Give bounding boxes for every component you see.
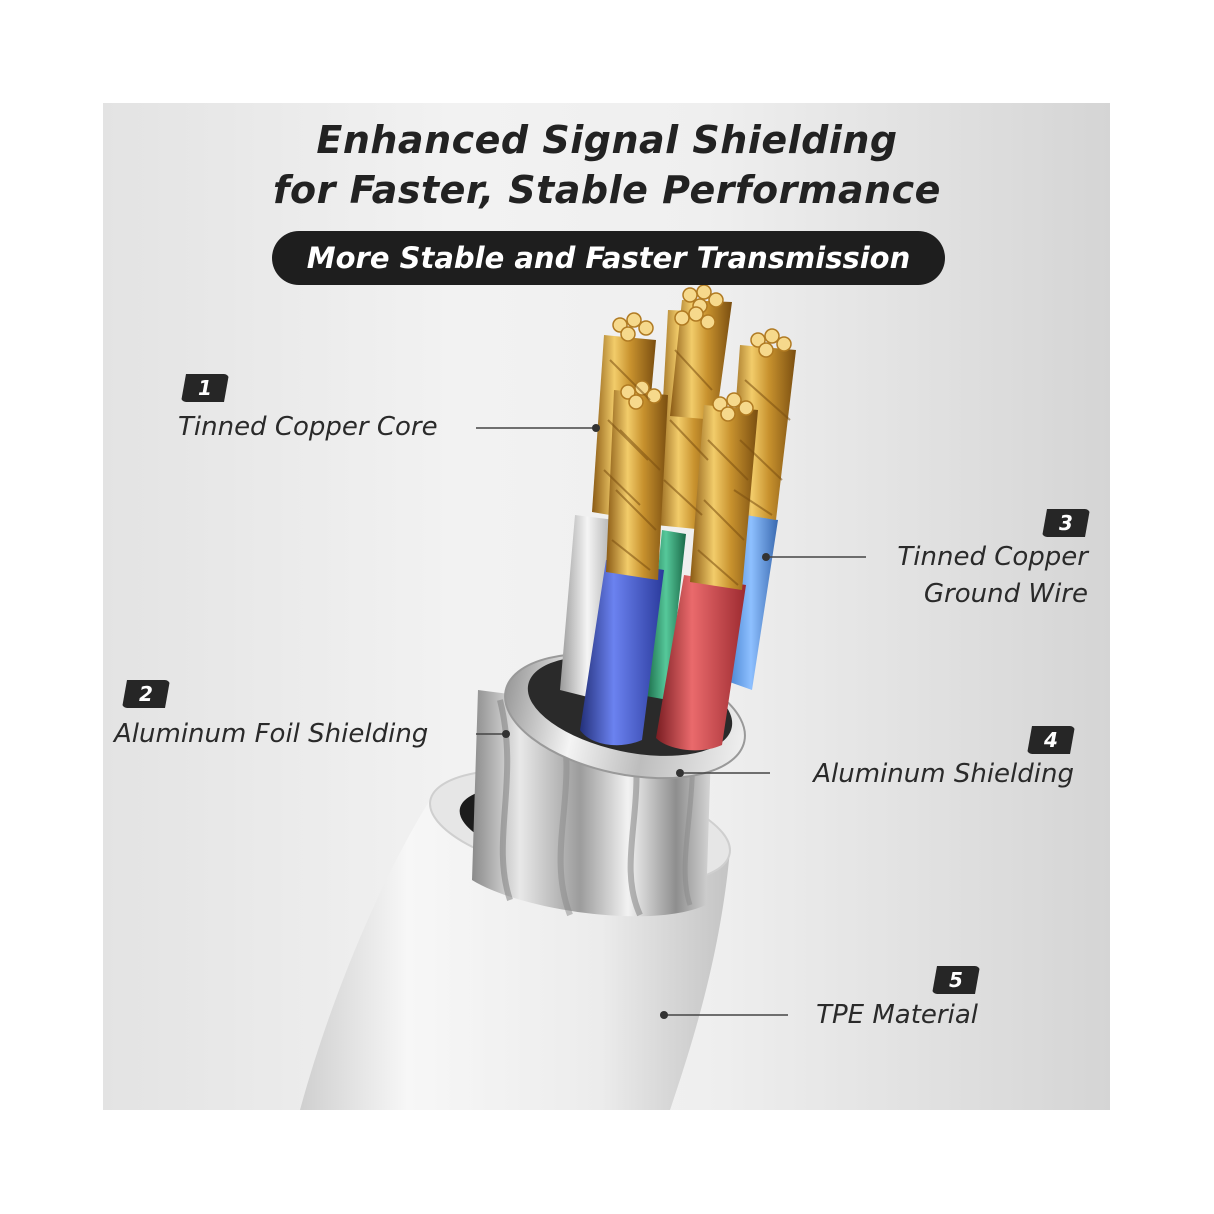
callout-5-badge: 5 bbox=[932, 966, 980, 994]
page-title-line-1: Enhanced Signal Shielding bbox=[316, 118, 898, 162]
callout-1-label: Tinned Copper Core bbox=[178, 412, 438, 442]
copper-strands bbox=[592, 284, 796, 590]
page-title-line-2: for Faster, Stable Performance bbox=[273, 168, 941, 212]
callout-3-label-line-2: Ground Wire bbox=[923, 579, 1088, 609]
callout-1-badge: 1 bbox=[181, 374, 229, 402]
callout-4-badge: 4 bbox=[1027, 726, 1075, 754]
callout-4-label: Aluminum Shielding bbox=[813, 759, 1074, 789]
callout-3-label-line-1: Tinned Copper bbox=[897, 542, 1088, 572]
callout-5-label: TPE Material bbox=[816, 1000, 978, 1030]
callout-3-badge: 3 bbox=[1042, 509, 1090, 537]
leader-lines bbox=[476, 427, 866, 1016]
callout-2-label: Aluminum Foil Shielding bbox=[114, 719, 429, 749]
callout-2-badge: 2 bbox=[122, 680, 170, 708]
subtitle-pill: More Stable and Faster Transmission bbox=[272, 231, 945, 285]
leader-dots bbox=[502, 424, 770, 1019]
